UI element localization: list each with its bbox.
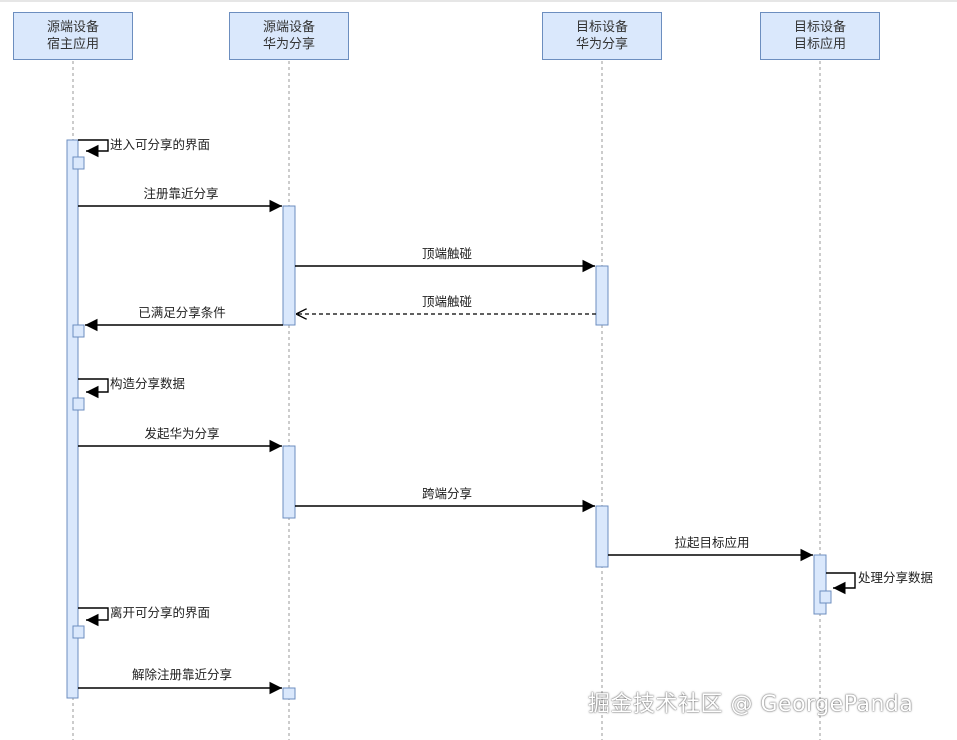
activation-target-app (813, 554, 827, 615)
message-label-construct-data: 构造分享数据 (110, 376, 186, 391)
message-label-initiate-share: 发起华为分享 (144, 426, 220, 441)
message-label-process-data: 处理分享数据 (858, 570, 934, 585)
self-activation-conditions (72, 324, 85, 338)
message-label-top-touch-reply: 顶端触碰 (421, 294, 473, 309)
self-activation-enter (72, 156, 85, 170)
lifeline-title: 目标设备 (793, 20, 846, 35)
lifeline-header-target-app: 目标设备 目标应用 (760, 12, 880, 60)
activation-target-share-1 (595, 265, 609, 326)
message-label-unregister: 解除注册靠近分享 (131, 667, 233, 682)
message-label-enter-share-page: 进入可分享的界面 (110, 137, 211, 152)
watermark-text: 掘金技术社区 @ GeorgePanda (588, 692, 914, 717)
lifeline-subtitle: 华为分享 (575, 37, 628, 52)
self-message-process-arrow (826, 572, 856, 595)
lifeline-header-source-huawei-share: 源端设备 华为分享 (229, 12, 349, 60)
message-label-leave-page: 离开可分享的界面 (110, 605, 211, 620)
lifeline-subtitle: 目标应用 (793, 37, 846, 52)
self-activation-construct (72, 397, 85, 411)
activation-source-share-2 (282, 445, 296, 519)
self-activation-leave (72, 625, 85, 639)
message-label-conditions-met: 已满足分享条件 (138, 305, 226, 320)
lifeline-header-target-huawei-share: 目标设备 华为分享 (542, 12, 662, 60)
self-activation-process (819, 590, 832, 604)
lifeline-title: 源端设备 (262, 20, 315, 35)
activation-target-share-2 (595, 505, 609, 568)
activation-source-share-3 (282, 687, 296, 700)
message-label-top-touch: 顶端触碰 (421, 246, 473, 261)
lifeline-title: 目标设备 (575, 20, 628, 35)
lifeline-title: 源端设备 (46, 20, 99, 35)
self-message-leave-arrow (78, 607, 109, 627)
message-label-launch-app: 拉起目标应用 (674, 535, 750, 550)
activation-source-share-1 (282, 205, 296, 326)
message-label-cross-device: 跨端分享 (421, 486, 473, 501)
activation-source-host-app (66, 139, 79, 699)
message-label-register: 注册靠近分享 (143, 186, 219, 201)
lifeline-header-source-host-app: 源端设备 宿主应用 (13, 12, 133, 60)
self-message-enter-arrow (78, 139, 109, 158)
lifeline-subtitle: 宿主应用 (46, 37, 99, 52)
lifeline-subtitle: 华为分享 (262, 37, 315, 52)
self-message-construct-arrow (78, 378, 109, 399)
